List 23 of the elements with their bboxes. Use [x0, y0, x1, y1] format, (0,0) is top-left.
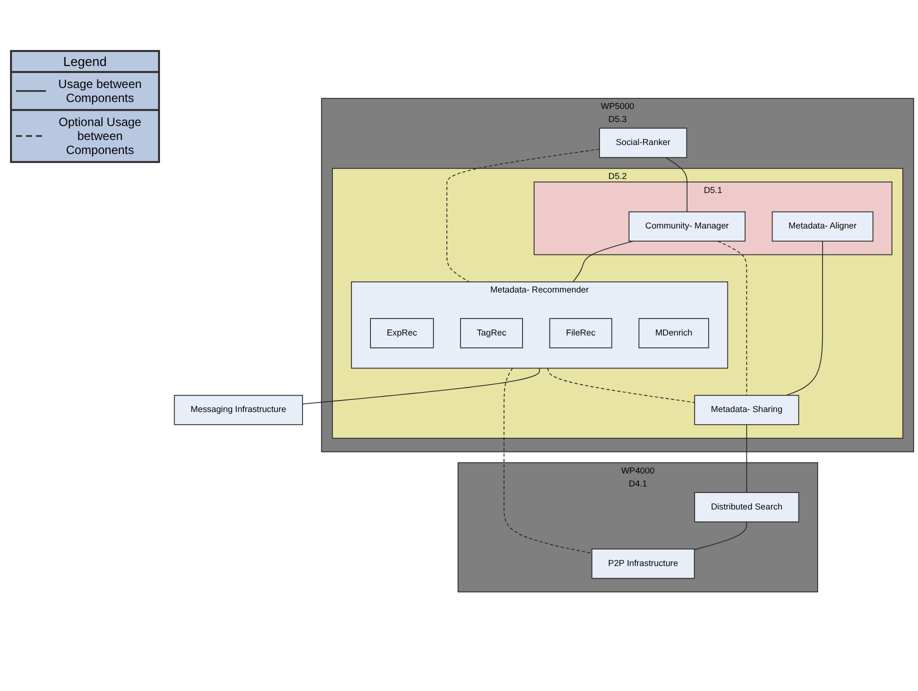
connector [746, 424, 748, 494]
connector [786, 241, 823, 396]
connector [666, 158, 688, 213]
legend-heading: Legend [12, 52, 158, 73]
node-box: Distributed Search [694, 492, 800, 523]
node-box: FileRec [549, 318, 612, 349]
legend-text: Usage between Components [57, 77, 143, 105]
connector [718, 241, 748, 396]
legend-text: Optional Usage between Components [58, 115, 142, 157]
connector [302, 368, 540, 405]
node-box: P2P Infrastructure [591, 548, 695, 580]
node-box: Metadata- Sharing [694, 395, 800, 426]
node-box: MDenrich [638, 318, 710, 349]
node-box: Messaging Infrastructure [174, 395, 303, 426]
node-box: Social-Ranker [599, 128, 688, 158]
connector [504, 368, 592, 554]
connector [547, 368, 696, 404]
node-box: TagRec [460, 318, 523, 349]
node-box: Metadata- Aligner [772, 212, 874, 242]
connector [694, 522, 748, 550]
node-box: Community- Manager [628, 212, 746, 242]
node-box: ExpRec [370, 318, 434, 349]
connector [446, 149, 600, 283]
